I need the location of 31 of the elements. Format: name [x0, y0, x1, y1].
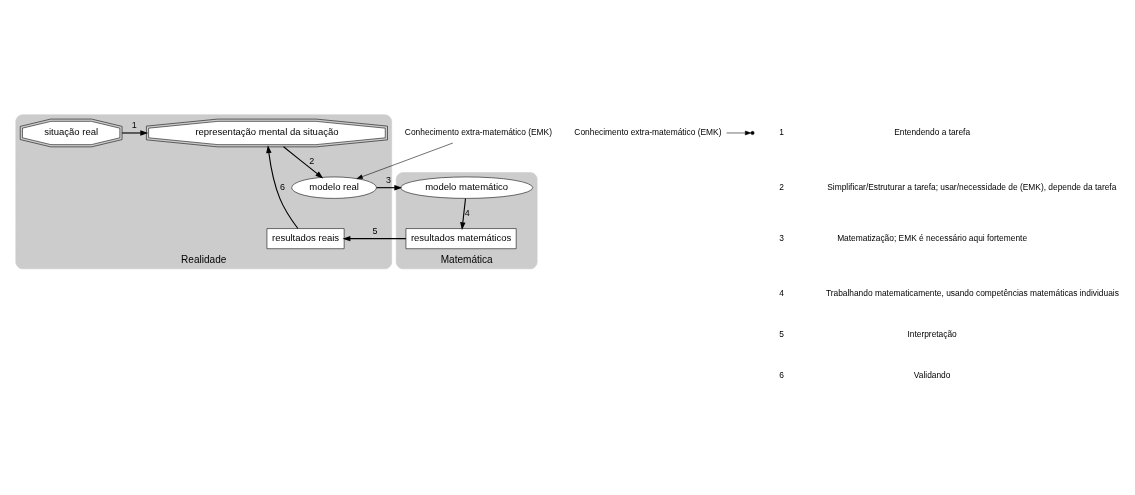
- label: Matematização; EMK é necessário aqui fortemente: [837, 232, 1028, 243]
- edge-label: 5: [372, 225, 378, 236]
- node-text: Conhecimento extra-matemático (EMK): [574, 126, 722, 137]
- edge-label: 3: [386, 174, 391, 185]
- edge-label: 1: [131, 119, 137, 130]
- arrow: [342, 235, 407, 241]
- arrow: [376, 184, 403, 190]
- label: Simplificar/Estruturar a tarefa; usar/necessidade de (EMK), depende da tarefa: [827, 181, 1117, 192]
- label: 3: [779, 232, 784, 243]
- node-ellipse: modelo matemático: [400, 176, 534, 199]
- label: Trabalhando matematicamente, usando competências matemáticas individuais: [825, 287, 1119, 298]
- label: Interpretação: [907, 328, 957, 339]
- edge-label: 2: [309, 155, 315, 166]
- arrow: [283, 145, 324, 178]
- node-text: Conhecimento extra-matemático (EMK): [404, 126, 552, 137]
- edge-label: 6: [280, 181, 286, 192]
- label: 6: [779, 369, 784, 380]
- arrow: [356, 142, 454, 179]
- edge-label: 4: [464, 207, 470, 218]
- label: Validando: [913, 369, 951, 380]
- label: Entendendo a tarefa: [894, 126, 971, 137]
- label: 5: [779, 328, 784, 339]
- label: 1: [779, 126, 784, 137]
- arrow: [726, 130, 752, 135]
- label: 4: [779, 287, 784, 298]
- label: 2: [779, 181, 784, 192]
- node-box: resultados reais: [266, 227, 345, 249]
- arrow: [266, 144, 299, 229]
- arrow: [460, 197, 467, 230]
- arrow: [121, 129, 149, 136]
- node-box: resultados matemáticos: [405, 227, 517, 249]
